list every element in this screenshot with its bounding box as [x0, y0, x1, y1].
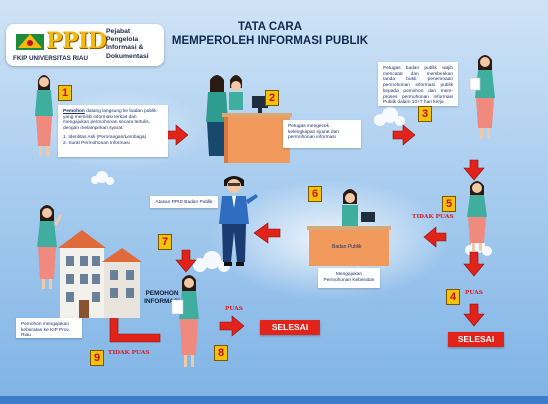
step-4-number: 4: [446, 289, 460, 305]
arrow-left-icon: [253, 222, 281, 244]
step-7-number: 7: [158, 234, 172, 250]
arrow-left-icon: [423, 226, 447, 248]
step-9-label: TIDAK PUAS: [108, 350, 150, 356]
woman-figure-icon: [171, 275, 199, 367]
arrow-right-icon: [392, 124, 416, 146]
step-1-number: 1: [58, 85, 72, 101]
step-9-number: 9: [90, 350, 104, 366]
logo-brand: PPID: [46, 28, 107, 54]
step-1-text: datang langsung ke badan publik yang mem…: [63, 109, 157, 132]
woman-figure-icon: [469, 55, 495, 138]
requirement-item: 1. Identitas Asli (Perorangan/Lembaga): [63, 134, 147, 140]
step-8-number: 8: [214, 345, 228, 361]
step-1-requirements: 1. Identitas Asli (Perorangan/Lembaga) 2…: [63, 135, 163, 146]
logo-desc-line: Pengelola: [106, 36, 139, 44]
logo-desc-line: Dokumentasi: [106, 52, 149, 60]
service-desk-scene: [206, 75, 292, 163]
arrow-right-icon: [165, 124, 189, 146]
step-2-info: Petugas mengecek kelengkapan syarat dan …: [283, 120, 361, 148]
step-6-number: 6: [308, 186, 322, 202]
man-figure-icon: [219, 176, 258, 266]
step-5-number: 5: [442, 196, 456, 212]
step-8-label: PUAS: [225, 306, 243, 312]
step-7-text: Atasan PPID Badan Publik: [155, 200, 213, 205]
page-title: TATA CARA MEMPEROLEH INFORMASI PUBLIK: [150, 20, 390, 48]
logo-university: FKIP UNIVERSITAS RIAU: [13, 55, 88, 62]
step-3-text: Petugas badan publik wajib mencatat dan …: [383, 66, 453, 106]
step-5-label: TIDAK PUAS: [412, 214, 454, 220]
selesai-box: SELESAI: [260, 320, 320, 335]
step-1-lead: Pemohon: [63, 109, 85, 114]
step-4-label: PUAS: [465, 290, 483, 296]
arrow-down-icon: [463, 251, 485, 277]
logo-description: Pejabat Pengelola Informasi & Dokumentas…: [106, 28, 162, 61]
step-1-info: Pemohon datang langsung ke badan publik …: [58, 105, 168, 157]
step-3-number: 3: [418, 106, 432, 122]
step-2-text: Petugas mengecek kelengkapan syarat dan …: [288, 124, 339, 141]
pemohon-informasi-label: PEMOHON INFORMASI: [140, 290, 184, 305]
arrow-right-icon: [219, 315, 245, 337]
step-3-info: Petugas badan publik wajib mencatat dan …: [378, 62, 458, 106]
logo-desc-line: Informasi &: [106, 44, 144, 52]
ppid-logo: PPID FKIP UNIVERSITAS RIAU Pejabat Penge…: [6, 24, 164, 66]
requirement-item: 2. Surat Permohonan Informasi: [63, 140, 130, 146]
step-2-number: 2: [265, 90, 279, 106]
step-6-text: Mengajukan Permohonan Keberatan: [323, 272, 375, 283]
badan-publik-desk-scene: [307, 189, 391, 266]
university-emblem-icon: [16, 34, 44, 50]
title-line: MEMPEROLEH INFORMASI PUBLIK: [171, 35, 369, 47]
step-6-info: Mengajukan Permohonan Keberatan: [318, 268, 380, 288]
step-9-text: Pemohon mengajukan keberatan ke KIP Prov…: [21, 322, 70, 339]
woman-figure-icon: [35, 75, 53, 156]
arrow-down-icon: [463, 159, 485, 181]
badan-publik-label: Badan Publik: [332, 244, 362, 250]
step-7-info: Atasan PPID Badan Publik: [150, 196, 218, 208]
logo-desc-line: Pejabat: [106, 28, 131, 35]
selesai-box: SELESAI: [448, 332, 504, 347]
woman-figure-icon: [467, 181, 487, 251]
kip-building-icon: [58, 230, 142, 318]
woman-figure-icon: [37, 205, 62, 289]
pemohon-line: PEMOHON: [145, 290, 179, 297]
pemohon-line: INFORMASI: [144, 297, 180, 305]
arrow-down-icon: [175, 249, 197, 273]
arrow-down-icon: [463, 303, 485, 327]
title-line: TATA CARA: [237, 21, 303, 33]
step-9-info: Pemohon mengajukan keberatan ke KIP Prov…: [16, 318, 82, 338]
